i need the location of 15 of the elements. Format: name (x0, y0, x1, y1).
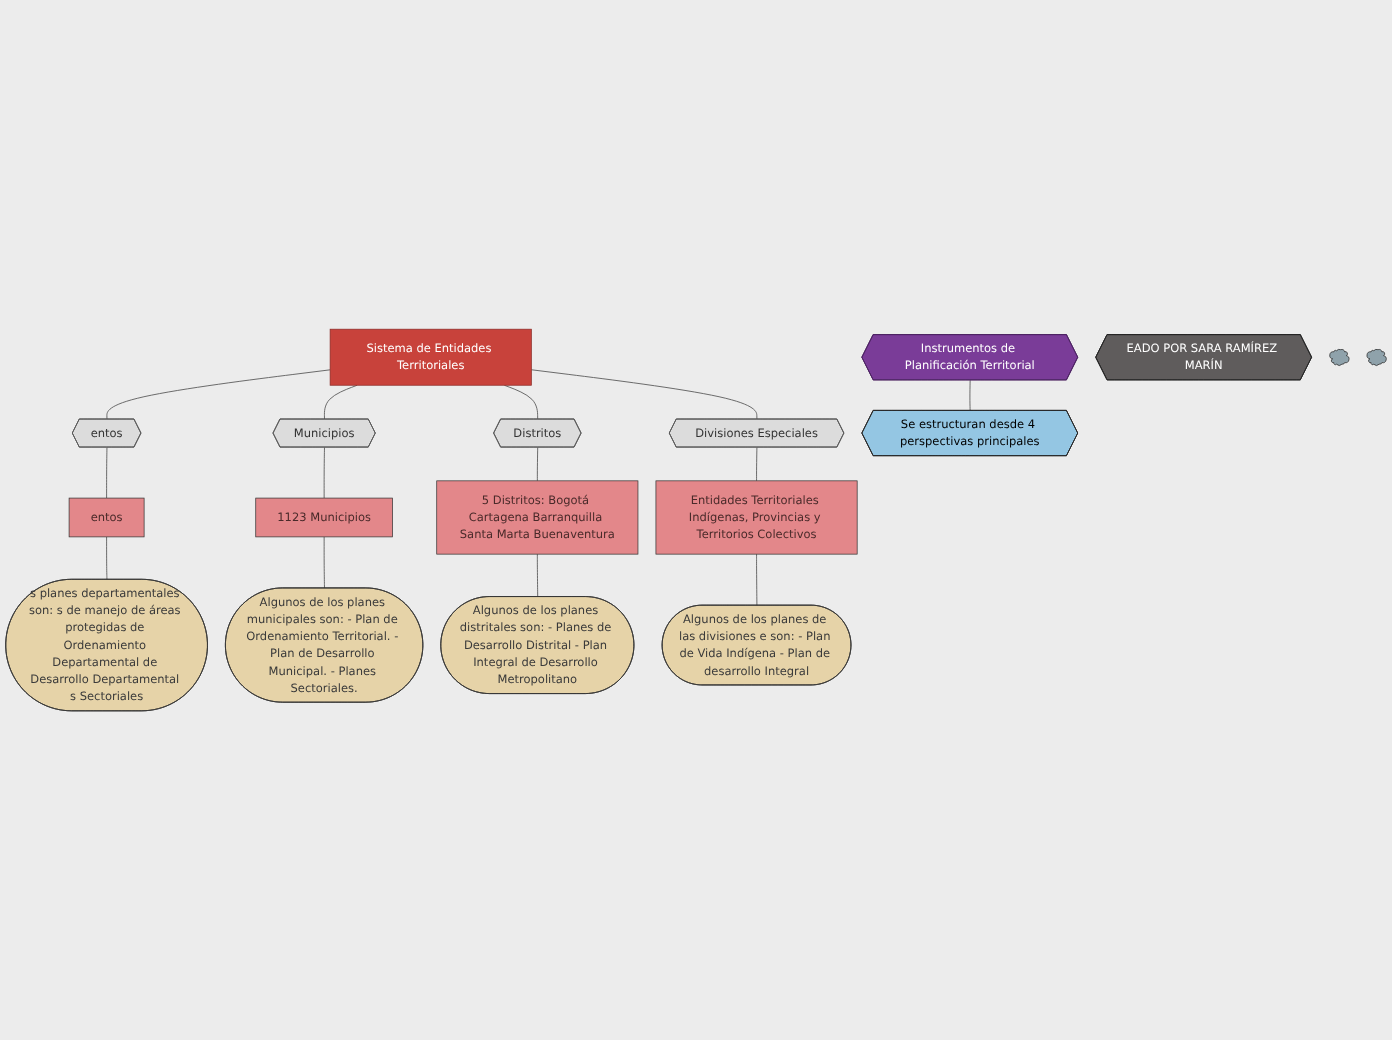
connector (503, 384, 539, 420)
connector (106, 369, 331, 420)
connector (536, 447, 539, 482)
connector (756, 553, 758, 606)
connector (106, 447, 108, 499)
node-cloud (1366, 349, 1387, 366)
connector (536, 553, 539, 598)
connector (969, 379, 971, 412)
connector (530, 369, 758, 420)
connector (323, 447, 325, 499)
connector (756, 447, 758, 482)
connector (324, 384, 358, 420)
node-cloud (1329, 349, 1350, 366)
connector (323, 536, 325, 589)
connector (106, 536, 108, 581)
